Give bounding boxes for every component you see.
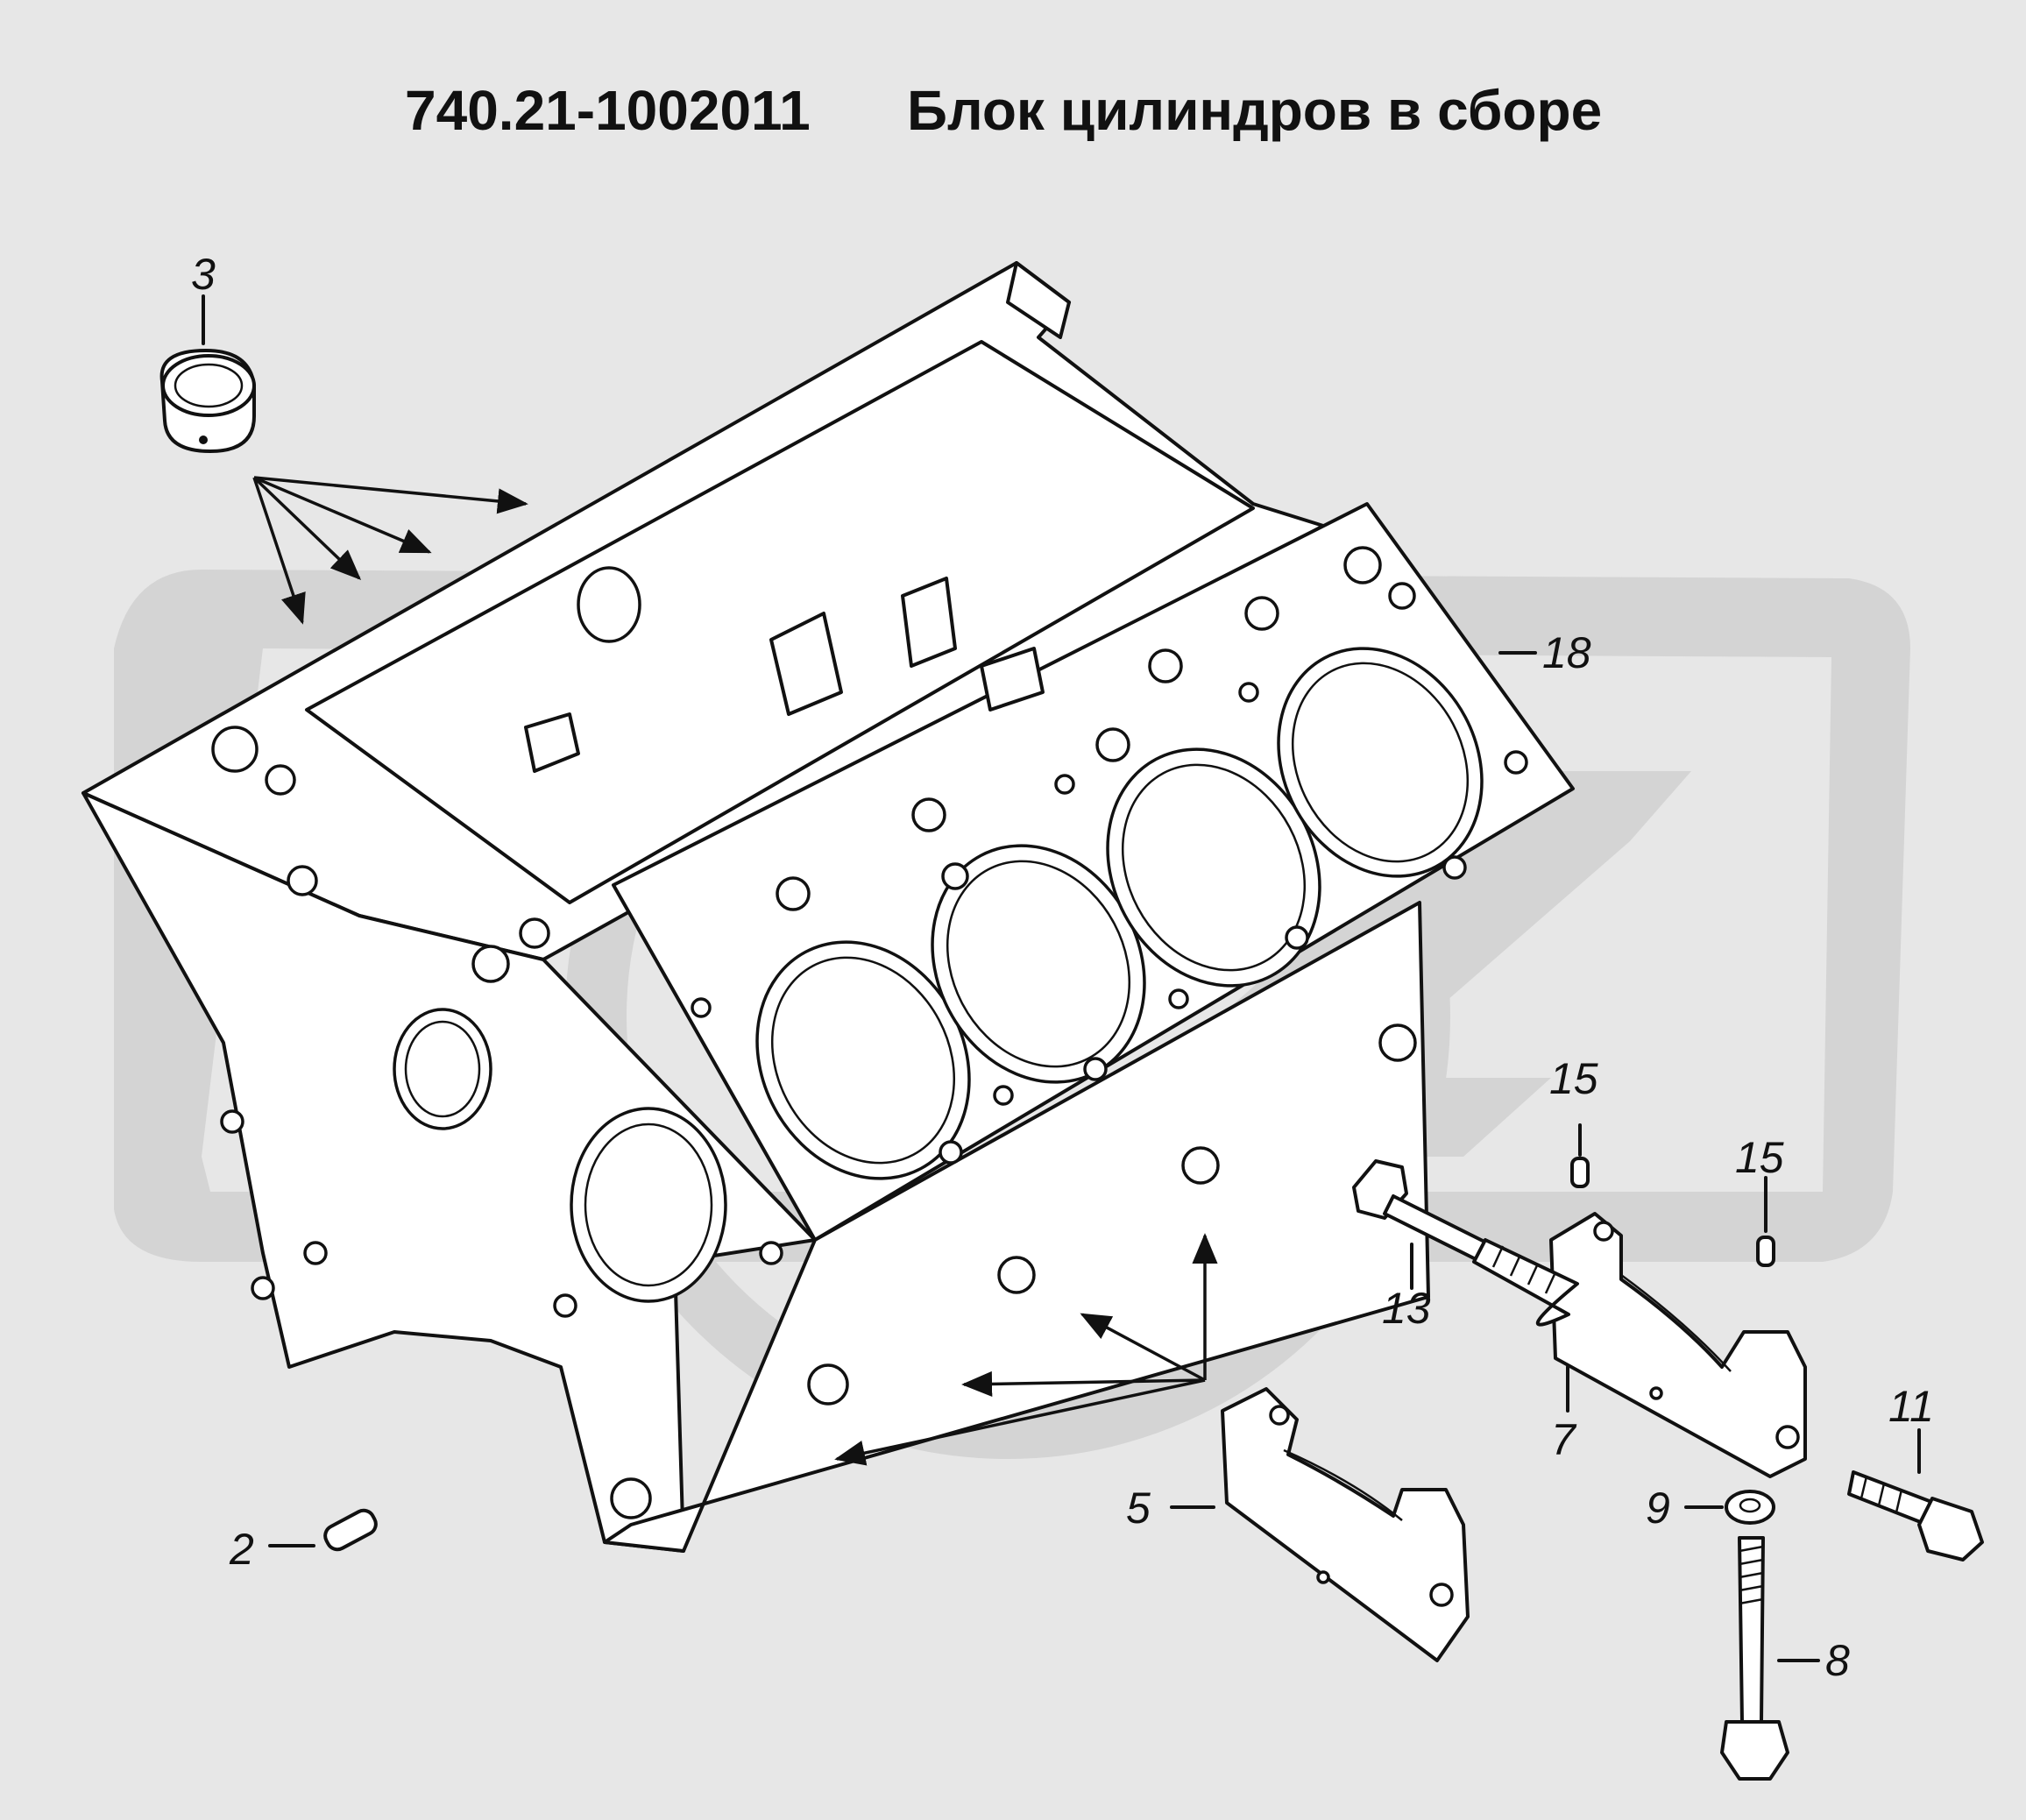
assembly-name: Блок цилиндров в сборе <box>907 79 1602 142</box>
deck-holes <box>691 546 1528 1265</box>
callouts: 3 2 5 13 15 15 7 9 11 8 18 <box>191 250 1934 1685</box>
callout-8: 8 <box>1825 1636 1850 1685</box>
cylinder-bore-4 <box>1277 647 1484 878</box>
callout-3: 3 <box>191 250 216 299</box>
part-2-dowel-pin <box>323 1508 378 1552</box>
cylinder-block <box>81 261 1575 1553</box>
callout-9: 9 <box>1646 1484 1670 1533</box>
leader-lines <box>202 294 1921 1662</box>
part-8-bolt <box>1720 1536 1789 1781</box>
callout-18: 18 <box>1542 628 1591 677</box>
callout-15b: 15 <box>1735 1133 1784 1182</box>
callout-7: 7 <box>1551 1415 1577 1464</box>
callout-2: 2 <box>229 1525 254 1574</box>
callout-5: 5 <box>1126 1484 1151 1533</box>
page-title: 740.21-1002011 Блок цилиндров в сборе <box>405 79 1602 142</box>
part-5-bearing-cap <box>1221 1387 1470 1662</box>
part-9-washer <box>1725 1490 1775 1525</box>
part-15-pin-a <box>1570 1157 1590 1188</box>
callout-11: 11 <box>1888 1382 1934 1431</box>
part-3-bushing <box>159 349 256 453</box>
part-3-arrows <box>252 476 528 625</box>
part-7-bearing-cap <box>1549 1212 1807 1478</box>
callout-13: 13 <box>1382 1284 1431 1333</box>
assembly-code: 740.21-1002011 <box>405 79 811 142</box>
part-15-pin-b <box>1756 1236 1775 1267</box>
part-5-arrows <box>834 1233 1218 1466</box>
part-13-bolt <box>1352 1159 1579 1327</box>
part-11-bolt <box>1847 1470 1984 1562</box>
callout-15a: 15 <box>1549 1054 1598 1103</box>
